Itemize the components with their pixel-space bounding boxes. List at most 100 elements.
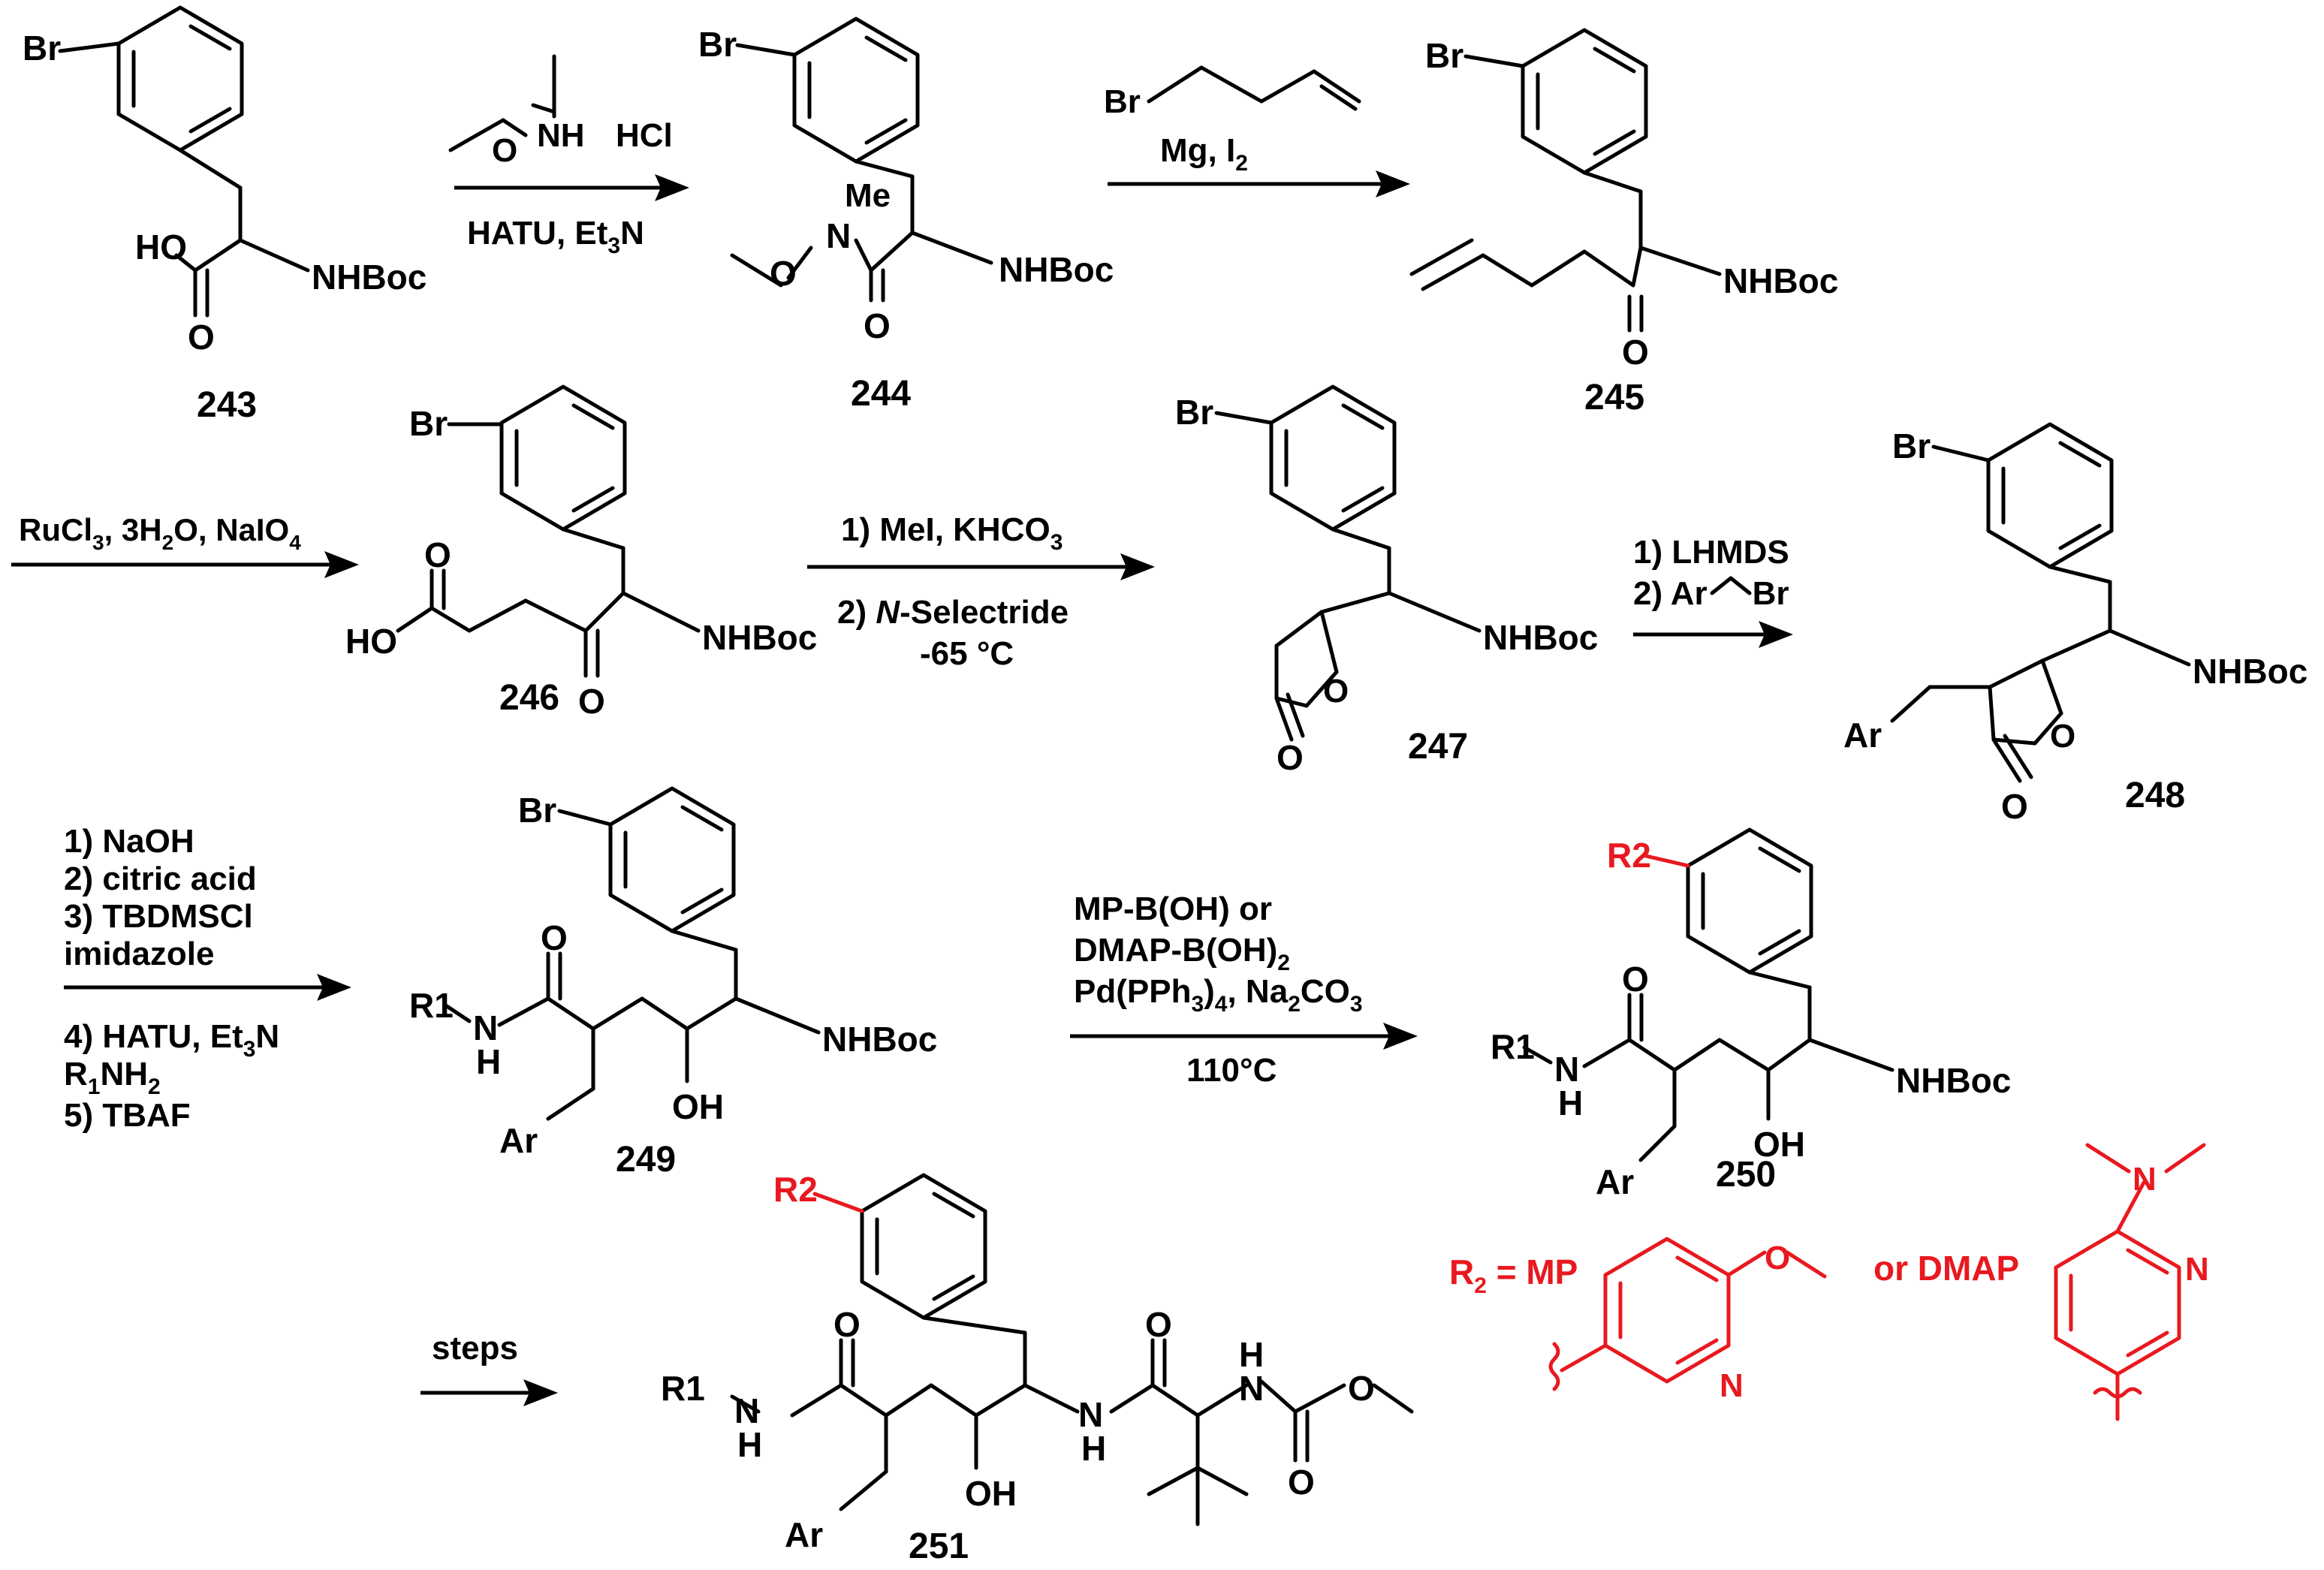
svg-text:HO: HO xyxy=(345,622,397,661)
compound-label-251: 251 xyxy=(909,1526,969,1566)
svg-text:Br: Br xyxy=(698,25,737,64)
svg-text:Br: Br xyxy=(1892,426,1931,466)
svg-text:Ar: Ar xyxy=(499,1121,538,1160)
step-4: 1) MeI, KHCO3 2) N-Selectride -65 °C xyxy=(807,511,1155,672)
svg-text:2) N-Selectride: 2) N-Selectride xyxy=(837,594,1069,631)
svg-text:3) TBDMSCl: 3) TBDMSCl xyxy=(64,898,253,935)
svg-text:1) MeI, KHCO3: 1) MeI, KHCO3 xyxy=(841,511,1063,555)
svg-text:110°C: 110°C xyxy=(1186,1052,1277,1089)
svg-text:steps: steps xyxy=(432,1330,518,1367)
svg-text:MP-B(OH) or: MP-B(OH) or xyxy=(1074,890,1272,927)
svg-text:imidazole: imidazole xyxy=(64,936,215,972)
svg-text:O: O xyxy=(492,132,517,169)
svg-text:R2 = MP: R2 = MP xyxy=(1449,1252,1578,1298)
svg-text:O: O xyxy=(770,254,797,293)
svg-text:OH: OH xyxy=(965,1474,1017,1513)
svg-text:4) HATU, Et3N: 4) HATU, Et3N xyxy=(64,1018,279,1062)
svg-text:Me: Me xyxy=(845,177,891,214)
svg-text:Ar: Ar xyxy=(1596,1162,1634,1201)
svg-text:NHBoc: NHBoc xyxy=(2193,652,2307,691)
svg-text:NHBoc: NHBoc xyxy=(1483,618,1598,657)
compound-249: Br O R1 N H OH Ar NHBoc 249 xyxy=(409,788,937,1180)
svg-text:O: O xyxy=(864,306,891,345)
compound-label-243: 243 xyxy=(197,385,257,425)
step-7: MP-B(OH) or DMAP-B(OH)2 Pd(PPh3)4, Na2CO… xyxy=(1070,890,1418,1089)
svg-text:O: O xyxy=(833,1305,861,1344)
svg-text:Br: Br xyxy=(1175,393,1213,432)
svg-text:H: H xyxy=(737,1425,762,1464)
svg-text:O: O xyxy=(1145,1305,1172,1344)
svg-text:1) LHMDS: 1) LHMDS xyxy=(1633,534,1789,571)
svg-text:H: H xyxy=(1081,1429,1106,1468)
svg-text:H: H xyxy=(1558,1083,1583,1123)
svg-text:NHBoc: NHBoc xyxy=(1723,261,1838,300)
svg-text:N: N xyxy=(1554,1050,1579,1089)
svg-text:O: O xyxy=(1277,738,1304,777)
compound-248: Br O O Ar NHBoc 248 xyxy=(1843,424,2307,826)
svg-text:HCl: HCl xyxy=(616,117,673,154)
svg-text:O: O xyxy=(2050,718,2075,755)
compound-243: Br HO O NHBoc 243 xyxy=(23,8,427,425)
svg-text:-65 °C: -65 °C xyxy=(920,635,1014,672)
svg-text:OH: OH xyxy=(672,1087,724,1126)
compound-251: R2 O R1 N H OH Ar N xyxy=(661,1170,1414,1566)
svg-text:O: O xyxy=(578,682,605,721)
compound-label-246: 246 xyxy=(499,678,559,718)
svg-text:N: N xyxy=(2133,1161,2157,1198)
svg-text:N: N xyxy=(734,1391,759,1430)
svg-text:NHBoc: NHBoc xyxy=(702,618,817,657)
step-6: 1) NaOH 2) citric acid 3) TBDMSCl imidaz… xyxy=(64,823,351,1134)
svg-text:N: N xyxy=(473,1008,498,1047)
svg-text:HO: HO xyxy=(135,228,187,267)
svg-text:H: H xyxy=(476,1042,501,1081)
svg-text:O: O xyxy=(1765,1240,1790,1276)
svg-text:N: N xyxy=(1078,1395,1103,1434)
compound-247: Br O O NHBoc 247 xyxy=(1175,387,1598,777)
svg-text:Mg, I2: Mg, I2 xyxy=(1160,132,1248,176)
svg-text:Ar: Ar xyxy=(785,1515,823,1554)
svg-text:NHBoc: NHBoc xyxy=(1896,1061,2011,1100)
svg-text:O: O xyxy=(2001,787,2028,826)
svg-text:N: N xyxy=(1720,1367,1744,1404)
step-1: O NH HCl HATU, Et3N xyxy=(448,54,689,258)
svg-text:O: O xyxy=(1288,1463,1315,1502)
svg-text:O: O xyxy=(424,535,451,574)
svg-text:DMAP-B(OH)2: DMAP-B(OH)2 xyxy=(1074,932,1290,975)
svg-text:HATU, Et3N: HATU, Et3N xyxy=(467,215,644,258)
step-2: Br Mg, I2 xyxy=(1104,65,1410,197)
compound-246: Br O HO O NHBoc 246 xyxy=(345,387,817,721)
svg-text:5) TBAF: 5) TBAF xyxy=(64,1097,191,1134)
compound-244: Br Me N O O NHBoc 244 xyxy=(698,19,1114,414)
svg-text:Br: Br xyxy=(518,791,556,830)
svg-text:2) citric acid: 2) citric acid xyxy=(64,860,257,897)
svg-text:O: O xyxy=(541,918,568,957)
svg-text:N: N xyxy=(2185,1251,2209,1288)
svg-text:Br: Br xyxy=(409,404,448,443)
svg-text:R2: R2 xyxy=(773,1170,818,1209)
svg-text:O: O xyxy=(1622,960,1649,999)
r2-legend: R2 = MP O N or DMAP N N xyxy=(1449,1143,2209,1421)
svg-text:R1NH2: R1NH2 xyxy=(64,1056,161,1099)
svg-text:O: O xyxy=(188,318,215,357)
svg-text:NHBoc: NHBoc xyxy=(822,1020,937,1059)
svg-text:Br: Br xyxy=(1425,36,1463,75)
svg-text:NH: NH xyxy=(537,117,585,154)
atom-br: Br xyxy=(23,29,61,68)
step-8: steps xyxy=(420,1330,558,1406)
svg-text:RuCl3, 3H2O, NaIO4: RuCl3, 3H2O, NaIO4 xyxy=(19,512,301,554)
svg-text:O: O xyxy=(1348,1369,1375,1408)
svg-text:R2: R2 xyxy=(1607,836,1651,875)
compound-245: Br O NHBoc 245 xyxy=(1409,30,1838,417)
svg-text:or DMAP: or DMAP xyxy=(1873,1249,2019,1288)
compound-250: R2 O R1 N H OH Ar NHBoc 250 xyxy=(1491,830,2011,1201)
compound-label-248: 248 xyxy=(2125,776,2185,815)
svg-text:O: O xyxy=(1622,333,1649,372)
svg-text:O: O xyxy=(1323,673,1349,710)
compound-label-247: 247 xyxy=(1408,727,1468,767)
svg-text:N: N xyxy=(1239,1369,1264,1408)
svg-text:R1: R1 xyxy=(409,986,454,1025)
svg-text:Pd(PPh3)4, Na2CO3: Pd(PPh3)4, Na2CO3 xyxy=(1074,973,1363,1017)
